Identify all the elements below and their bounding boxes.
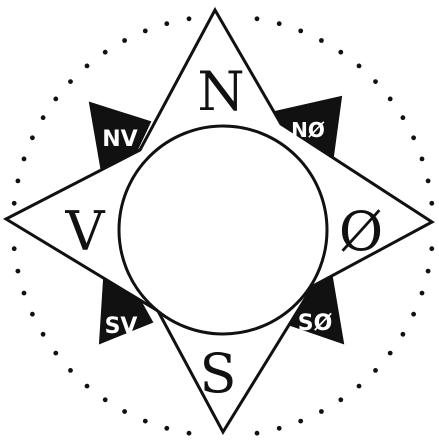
ring-dot: [426, 269, 431, 274]
ring-dot: [420, 157, 425, 162]
ring-dot: [319, 409, 324, 414]
label-southwest: SV: [105, 314, 138, 339]
ring-dot: [187, 431, 192, 436]
ring-dot: [319, 38, 324, 43]
ring-dot: [255, 431, 260, 436]
label-south: S: [200, 342, 237, 405]
ring-dot: [103, 50, 108, 55]
label-northwest: NV: [102, 127, 137, 152]
ring-dot: [143, 29, 148, 34]
ring-dot: [357, 64, 362, 69]
ring-dot: [85, 64, 90, 69]
ring-dot: [85, 384, 90, 389]
ring-dot: [122, 409, 127, 414]
ring-dot: [277, 21, 282, 26]
ring-dot: [277, 426, 282, 431]
label-north: N: [197, 60, 244, 123]
ring-dot: [53, 351, 58, 356]
ring-dot: [373, 368, 378, 373]
ring-dot: [53, 97, 58, 102]
label-northeast: NØ: [291, 118, 325, 142]
ring-dot: [12, 201, 17, 206]
ring-dot: [411, 135, 416, 140]
ring-dot: [338, 50, 343, 55]
ring-dot: [103, 397, 108, 402]
ring-dot: [401, 332, 406, 337]
ring-dot: [411, 312, 416, 317]
ring-dot: [357, 384, 362, 389]
ring-dot: [426, 179, 431, 184]
ring-dot: [22, 157, 27, 162]
ring-dot: [388, 351, 393, 356]
ring-dot: [12, 246, 17, 251]
ring-dot: [429, 246, 434, 251]
ring-dot: [68, 368, 73, 373]
ring-dot: [298, 419, 303, 424]
ring-dot: [388, 97, 393, 102]
ring-dot: [30, 135, 35, 140]
center-circle: [119, 126, 327, 334]
ring-dot: [16, 179, 21, 184]
ring-dot: [30, 312, 35, 317]
label-east: Ø: [339, 200, 383, 263]
ring-dot: [41, 332, 46, 337]
label-southeast: SØ: [298, 311, 333, 336]
ring-dot: [164, 426, 169, 431]
ring-dot: [373, 79, 378, 84]
ring-dot: [420, 291, 425, 296]
ring-dot: [122, 38, 127, 43]
ring-dot: [187, 16, 192, 21]
ring-dot: [429, 201, 434, 206]
ring-dot: [41, 115, 46, 120]
ring-dot: [22, 291, 27, 296]
ring-dot: [164, 21, 169, 26]
ring-dot: [16, 269, 21, 274]
ring-dot: [255, 16, 260, 21]
ring-dot: [68, 79, 73, 84]
ring-dot: [143, 419, 148, 424]
label-west: V: [65, 200, 106, 263]
ring-dot: [338, 397, 343, 402]
ring-dot: [401, 115, 406, 120]
ring-dot: [298, 29, 303, 34]
